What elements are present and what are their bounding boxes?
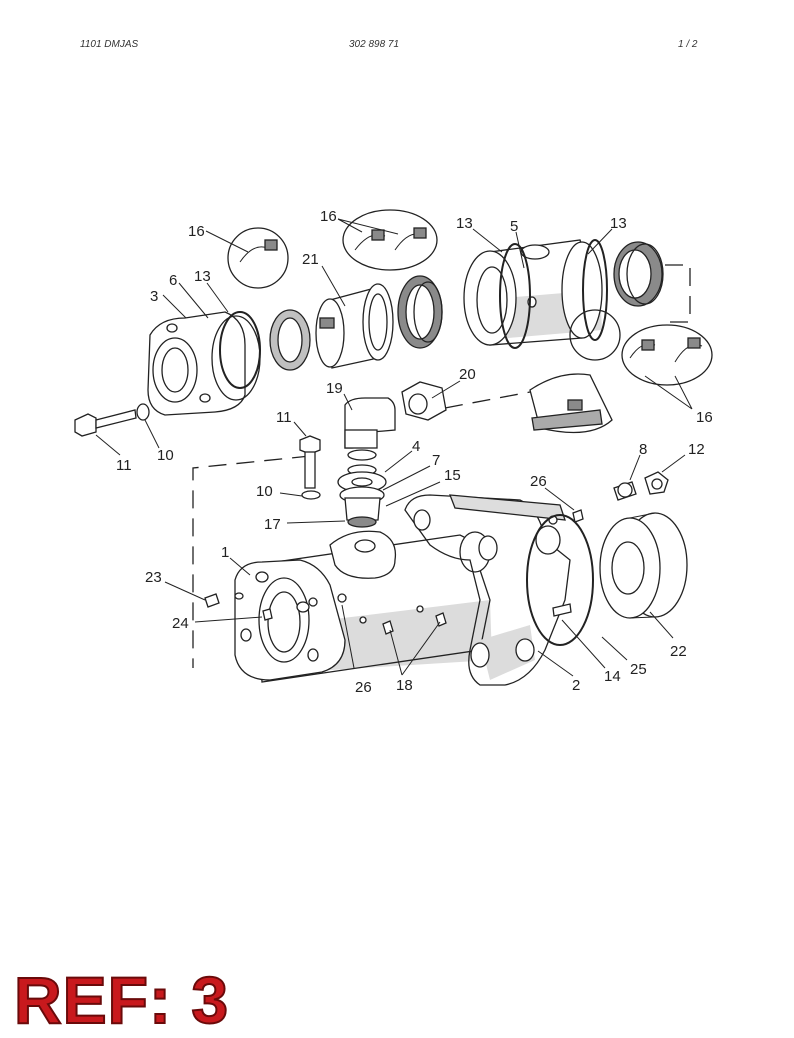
callout-4: 4: [412, 438, 420, 455]
seal-ring-16: [269, 309, 311, 371]
bolt-11-center: [299, 435, 321, 500]
callout-14: 14: [604, 668, 621, 685]
small-parts: [204, 509, 584, 635]
callout-7: 7: [432, 452, 440, 469]
callout-10: 10: [157, 447, 174, 464]
callout-13: 13: [194, 268, 211, 285]
end-cover-22: [599, 512, 688, 619]
callout-11: 11: [276, 409, 292, 426]
callout-5: 5: [510, 218, 518, 235]
seal-ring-right: [613, 241, 664, 307]
elbow-fitting-19: [344, 397, 396, 461]
callout-24: 24: [172, 615, 189, 632]
callout-6: 6: [169, 272, 177, 289]
valve-stack: [337, 464, 387, 528]
part-number: 302 898 71: [349, 39, 400, 50]
seal-ring-center: [397, 275, 443, 349]
callout-16: 16: [320, 208, 337, 225]
callout-20: 20: [459, 366, 476, 383]
fitting-8: [613, 481, 637, 501]
callout-26: 26: [530, 473, 547, 490]
housing-part-1: [234, 530, 492, 683]
o-ring-13-left: [219, 311, 261, 389]
o-ring-14: [526, 514, 594, 646]
callout-8: 8: [639, 441, 647, 458]
document-code: 1101 DMJAS: [80, 39, 139, 50]
callout-3: 3: [150, 288, 158, 305]
assembly-guide-lines: [192, 264, 691, 668]
detail-bubble-seal-section: [529, 309, 621, 434]
callout-10: 10: [256, 483, 273, 500]
piston-part-21: [315, 283, 394, 369]
callout-13: 13: [610, 215, 627, 232]
callout-21: 21: [302, 251, 319, 268]
callout-13: 13: [456, 215, 473, 232]
callout-11: 11: [116, 457, 132, 474]
callout-12: 12: [688, 441, 705, 458]
callout-2: 2: [572, 677, 580, 694]
page-indicator: 1 / 2: [678, 39, 698, 50]
detail-bubble-16-top: [342, 209, 438, 271]
callout-22: 22: [670, 643, 687, 660]
callout-18: 18: [396, 677, 413, 694]
bracket-part-2: [404, 494, 571, 686]
ref-label: REF: 3: [13, 962, 230, 1038]
callout-16: 16: [188, 223, 205, 240]
callout-17: 17: [264, 516, 281, 533]
hex-nut-20: [401, 381, 447, 421]
fitting-12: [644, 471, 669, 495]
callout-25: 25: [630, 661, 647, 678]
bolt-11-left: [74, 403, 150, 437]
callout-23: 23: [145, 569, 162, 586]
detail-bubble-16-left: [227, 227, 289, 289]
callout-26: 26: [355, 679, 372, 696]
callout-16: 16: [696, 409, 713, 426]
callout-numbers: 16 16 13 5 13 21 6 13 3 19 20 16 11 4 7 …: [116, 208, 713, 696]
callout-1: 1: [221, 544, 229, 561]
leader-lines: [95, 218, 693, 677]
callout-19: 19: [326, 380, 343, 397]
flange-part-3: [147, 311, 261, 416]
callout-15: 15: [444, 467, 461, 484]
detail-bubble-16-right: [621, 324, 713, 386]
cylinder-part-5: [463, 239, 608, 349]
